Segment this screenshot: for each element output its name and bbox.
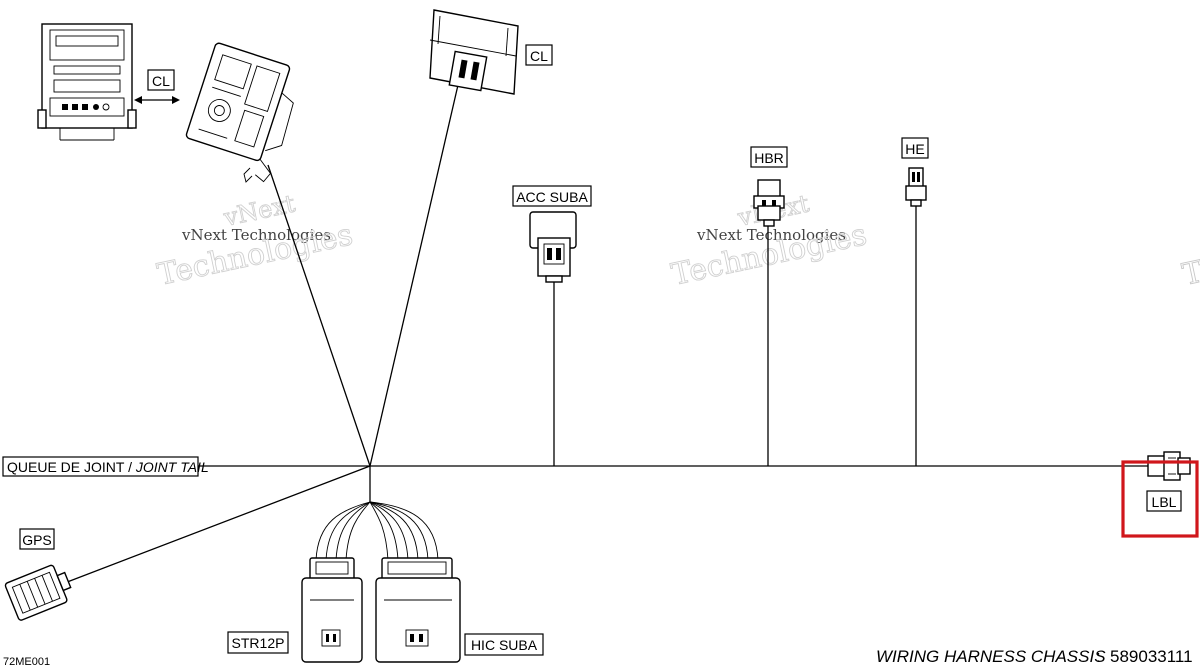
- title-separator: :: [1096, 647, 1101, 666]
- cl-left-pigtail: [243, 167, 253, 183]
- wire-gps: [61, 465, 371, 585]
- cl-socket-front-view: [37, 23, 137, 141]
- footer-title: WIRING HARNESS CHASSIS : 589033111: [876, 647, 1193, 666]
- svg-text:LBL: LBL: [1152, 494, 1177, 510]
- hbr-connector-icon: [753, 179, 785, 227]
- svg-text:HE: HE: [905, 141, 924, 157]
- he-connector-icon: [905, 167, 927, 207]
- wire-fan-str12p: [315, 501, 371, 561]
- svg-text:STR12P: STR12P: [232, 635, 285, 651]
- cl-left-label: CL: [147, 69, 175, 91]
- str12p-connector-icon: [301, 557, 363, 663]
- wire-fan-hic: [369, 501, 439, 561]
- svg-text:ACC SUBA: ACC SUBA: [516, 189, 588, 205]
- harness-title: WIRING HARNESS CHASSIS: [876, 647, 1106, 666]
- joint-tail-label: QUEUE DE JOINT / JOINT TAIL: [2, 456, 209, 477]
- str12p-label: STR12P: [227, 631, 289, 654]
- svg-text:HIC SUBA: HIC SUBA: [471, 637, 538, 653]
- acc-suba-connector-icon: [529, 211, 577, 283]
- figure-code: 72ME001: [3, 656, 50, 666]
- hic-suba-label: HIC SUBA: [464, 633, 544, 656]
- svg-text:CL: CL: [530, 48, 548, 64]
- hbr-label: HBR: [750, 146, 788, 168]
- wire-cl-left: [267, 164, 371, 467]
- acc-suba-label: ACC SUBA: [512, 185, 592, 207]
- wire-cl-top: [369, 84, 459, 467]
- cl-top-connector-icon: [429, 9, 519, 95]
- watermark-outline-edge: T: [1179, 254, 1200, 292]
- double-arrow-icon: [134, 96, 180, 104]
- svg-text:CL: CL: [152, 73, 170, 89]
- lbl-label: LBL: [1146, 490, 1182, 512]
- part-number: 589033111: [1110, 647, 1193, 666]
- cl-top-label: CL: [525, 44, 553, 66]
- lbl-highlight-box: [1121, 460, 1199, 538]
- gps-connector-icon: [4, 564, 72, 621]
- harness-wires: [61, 84, 1150, 585]
- watermark-left: vNext Technologies vNext Technologies: [154, 189, 356, 293]
- cl-left-connector-icon: [185, 42, 294, 183]
- he-label: HE: [901, 137, 929, 159]
- svg-text:QUEUE DE JOINT / JOINT TAIL: QUEUE DE JOINT / JOINT TAIL: [7, 459, 209, 475]
- svg-text:HBR: HBR: [754, 150, 784, 166]
- gps-label: GPS: [19, 528, 55, 550]
- hic-suba-connector-icon: [375, 557, 461, 663]
- watermark-text: vNext Technologies: [696, 226, 846, 244]
- svg-text:GPS: GPS: [22, 532, 52, 548]
- lbl-connector-icon: [1147, 451, 1191, 481]
